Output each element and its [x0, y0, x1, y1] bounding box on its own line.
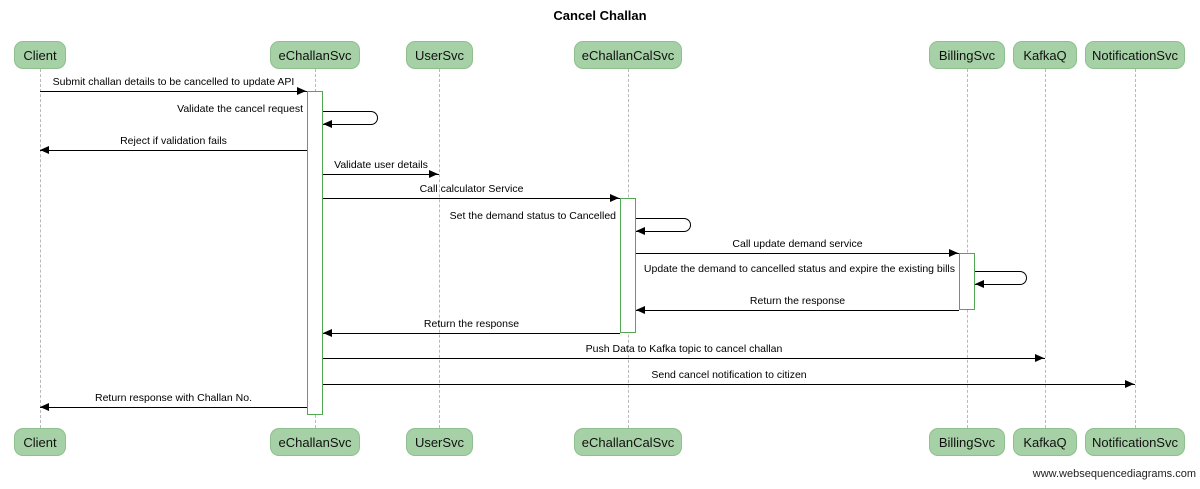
activation-echallansvc — [307, 91, 323, 415]
actor-notificationsvc-top: NotificationSvc — [1085, 41, 1185, 69]
actor-echallancalsvc-bottom: eChallanCalSvc — [574, 428, 682, 456]
diagram-title: Cancel Challan — [553, 8, 647, 23]
message-label: Validate user details — [334, 159, 428, 171]
arrowhead-left-icon — [323, 120, 332, 128]
arrowhead-right-icon — [297, 87, 306, 95]
lifeline-client — [40, 69, 41, 428]
arrowhead-left-icon — [40, 403, 49, 411]
arrowhead-left-icon — [636, 306, 645, 314]
message-line — [323, 174, 439, 175]
actor-kafkaq-bottom: KafkaQ — [1013, 428, 1077, 456]
message-label: Submit challan details to be cancelled t… — [52, 76, 295, 88]
message-label: Call update demand service — [732, 238, 863, 250]
self-call-loop — [323, 111, 378, 125]
message-line — [636, 253, 959, 254]
message-line — [323, 198, 620, 199]
actor-billingsvc-top: BillingSvc — [929, 41, 1005, 69]
arrowhead-right-icon — [429, 170, 438, 178]
actor-notificationsvc-bottom: NotificationSvc — [1085, 428, 1185, 456]
activation-echallancalsvc — [620, 198, 636, 333]
message-label: Update the demand to cancelled status an… — [643, 263, 955, 275]
actor-usersvc-top: UserSvc — [406, 41, 473, 69]
arrowhead-left-icon — [40, 146, 49, 154]
message-line — [40, 150, 307, 151]
message-line — [323, 358, 1045, 359]
actor-echallansvc-top: eChallanSvc — [270, 41, 360, 69]
actor-echallansvc-bottom: eChallanSvc — [270, 428, 360, 456]
message-label: Call calculator Service — [419, 183, 524, 195]
arrowhead-right-icon — [1125, 380, 1134, 388]
actor-kafkaq-top: KafkaQ — [1013, 41, 1077, 69]
lifeline-notificationsvc — [1135, 69, 1136, 428]
message-label: Push Data to Kafka topic to cancel chall… — [585, 343, 783, 355]
message-label: Reject if validation fails — [120, 135, 227, 147]
watermark-url: www.websequencediagrams.com — [1032, 468, 1196, 480]
self-call-loop — [636, 218, 691, 232]
message-label: Validate the cancel request — [177, 103, 303, 115]
arrowhead-left-icon — [636, 227, 645, 235]
self-call-loop — [975, 271, 1027, 285]
message-label: Return the response — [749, 295, 846, 307]
arrowhead-left-icon — [975, 280, 984, 288]
message-line — [636, 310, 959, 311]
message-line — [323, 333, 620, 334]
actor-billingsvc-bottom: BillingSvc — [929, 428, 1005, 456]
message-label: Return the response — [423, 318, 520, 330]
message-label: Send cancel notification to citizen — [651, 369, 807, 381]
lifeline-kafkaq — [1045, 69, 1046, 428]
arrowhead-right-icon — [1035, 354, 1044, 362]
actor-echallancalsvc-top: eChallanCalSvc — [574, 41, 682, 69]
message-label: Set the demand status to Cancelled — [449, 210, 616, 222]
lifeline-billingsvc — [967, 69, 968, 428]
message-line — [323, 384, 1135, 385]
message-label: Return response with Challan No. — [95, 392, 252, 404]
activation-billingsvc — [959, 253, 975, 310]
message-line — [40, 91, 307, 92]
lifeline-usersvc — [439, 69, 440, 428]
arrowhead-right-icon — [610, 194, 619, 202]
actor-usersvc-bottom: UserSvc — [406, 428, 473, 456]
message-line — [40, 407, 307, 408]
actor-client-top: Client — [14, 41, 66, 69]
arrowhead-left-icon — [323, 329, 332, 337]
actor-client-bottom: Client — [14, 428, 66, 456]
arrowhead-right-icon — [949, 249, 958, 257]
